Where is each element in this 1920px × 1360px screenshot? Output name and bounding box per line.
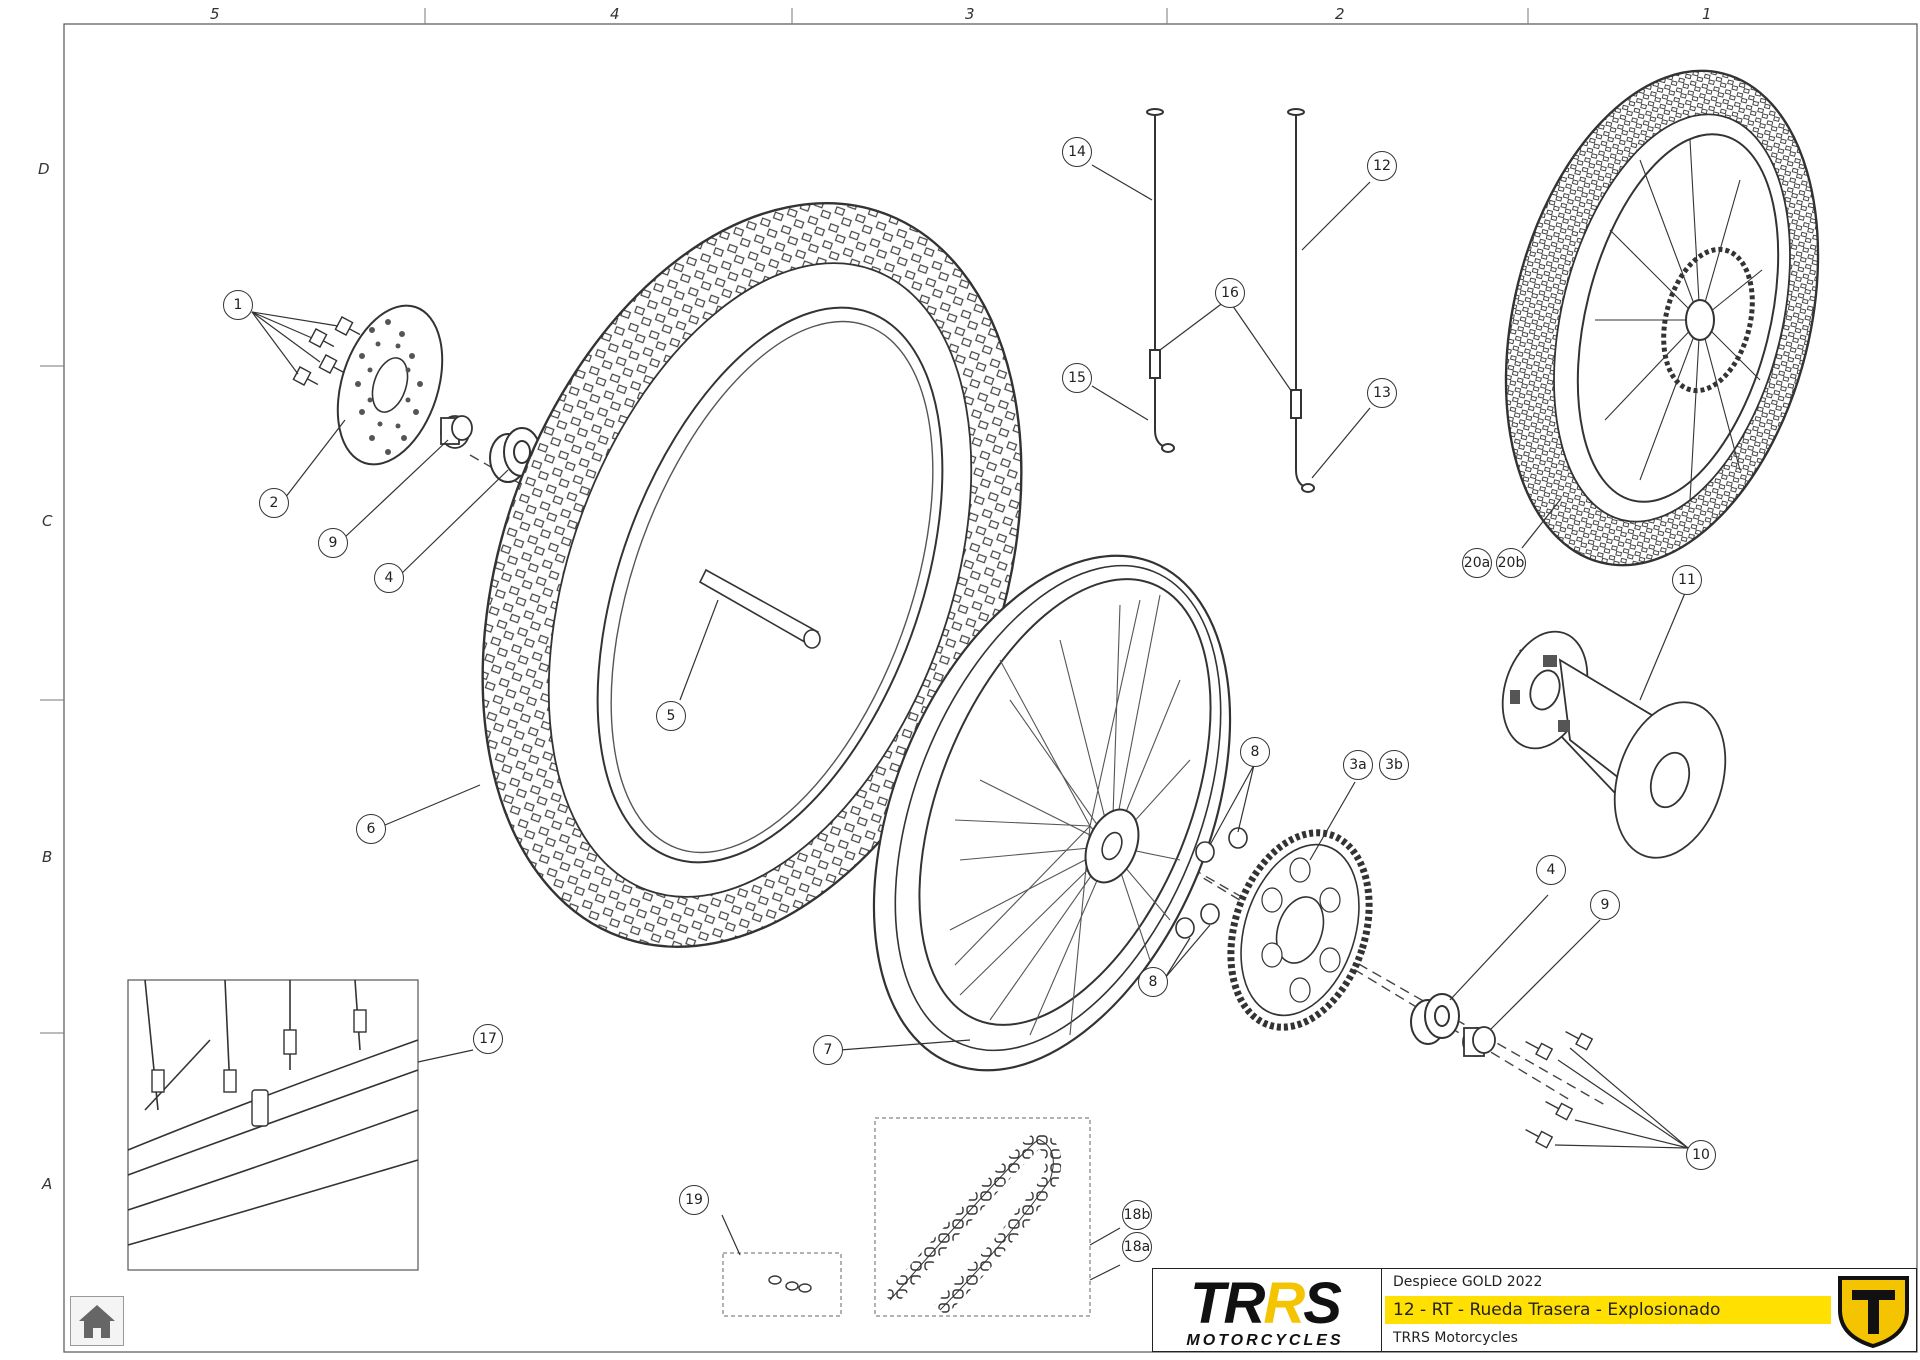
callout-12: 12 xyxy=(1367,151,1397,181)
rim-tape xyxy=(698,568,821,649)
home-icon xyxy=(79,1305,115,1338)
title-block: TRRS MOTORCYCLES Despiece GOLD 2022 12 -… xyxy=(1152,1268,1917,1352)
disc-bolts xyxy=(292,316,361,386)
callout-8-upper: 8 xyxy=(1240,737,1270,767)
spoked-rim xyxy=(872,554,1232,1072)
callout-7: 7 xyxy=(813,1035,843,1065)
svg-text:TRRS: TRRS xyxy=(1190,1271,1342,1336)
zone-column-3: 3 xyxy=(965,5,975,23)
callout-15: 15 xyxy=(1062,363,1092,393)
rear-hub xyxy=(1501,630,1727,859)
callout-13: 13 xyxy=(1367,378,1397,408)
callout-18a: 18a xyxy=(1122,1232,1152,1262)
zone-column-4: 4 xyxy=(610,5,620,23)
sprocket-bolts xyxy=(1525,1031,1594,1149)
callout-5: 5 xyxy=(656,701,686,731)
bearing-left xyxy=(489,427,541,483)
callout-20b: 20b xyxy=(1496,548,1526,578)
callout-2: 2 xyxy=(259,488,289,518)
logo-subtitle: MOTORCYCLES xyxy=(1186,1332,1343,1349)
title-line-3: TRRS Motorcycles xyxy=(1393,1330,1518,1346)
drive-chain xyxy=(874,1117,1091,1317)
spokes xyxy=(1146,108,1315,493)
callout-3b: 3b xyxy=(1379,750,1409,780)
callout-17: 17 xyxy=(473,1024,503,1054)
zone-column-5: 5 xyxy=(210,5,220,23)
callout-4-right: 4 xyxy=(1536,855,1566,885)
callout-16: 16 xyxy=(1215,278,1245,308)
zone-row-c: C xyxy=(42,512,53,530)
zone-column-2: 2 xyxy=(1335,5,1345,23)
trrs-logo: TRRS MOTORCYCLES xyxy=(1153,1269,1382,1351)
detail-view-valve xyxy=(127,979,419,1271)
tyre xyxy=(481,202,1023,948)
leader-lines xyxy=(251,164,1689,1281)
sprocket-nuts xyxy=(1175,827,1248,939)
chain-master-link xyxy=(722,1252,842,1317)
zone-row-b: B xyxy=(42,848,53,866)
title-line-1: Despiece GOLD 2022 xyxy=(1393,1274,1543,1290)
spacer-left xyxy=(440,415,473,449)
rear-sprocket xyxy=(1227,829,1373,1031)
zone-row-d: D xyxy=(38,160,50,178)
callout-3a: 3a xyxy=(1343,750,1373,780)
zone-ticks xyxy=(40,8,1529,1034)
callout-11: 11 xyxy=(1672,565,1702,595)
callout-6: 6 xyxy=(356,814,386,844)
zone-column-1: 1 xyxy=(1702,5,1712,23)
spacer-right xyxy=(1462,1026,1496,1057)
axle-centerline-lower xyxy=(1189,869,1571,1101)
zone-row-a: A xyxy=(42,1175,53,1193)
brake-disc xyxy=(336,304,444,466)
callout-9-left: 9 xyxy=(318,528,348,558)
sheet-frame xyxy=(63,23,1918,1353)
home-button[interactable] xyxy=(70,1296,124,1346)
callout-10: 10 xyxy=(1686,1140,1716,1170)
callout-20a: 20a xyxy=(1462,548,1492,578)
callout-18b: 18b xyxy=(1122,1200,1152,1230)
callout-14: 14 xyxy=(1062,137,1092,167)
callout-9-right: 9 xyxy=(1590,890,1620,920)
bearing-right xyxy=(1410,993,1460,1045)
callout-1: 1 xyxy=(223,290,253,320)
trrs-t-emblem-icon xyxy=(1832,1270,1915,1350)
callout-19: 19 xyxy=(679,1185,709,1215)
callout-8-lower: 8 xyxy=(1138,967,1168,997)
title-line-2: 12 - RT - Rueda Trasera - Explosionado xyxy=(1385,1296,1831,1324)
assembled-wheel xyxy=(1504,69,1820,567)
callout-4-left: 4 xyxy=(374,563,404,593)
